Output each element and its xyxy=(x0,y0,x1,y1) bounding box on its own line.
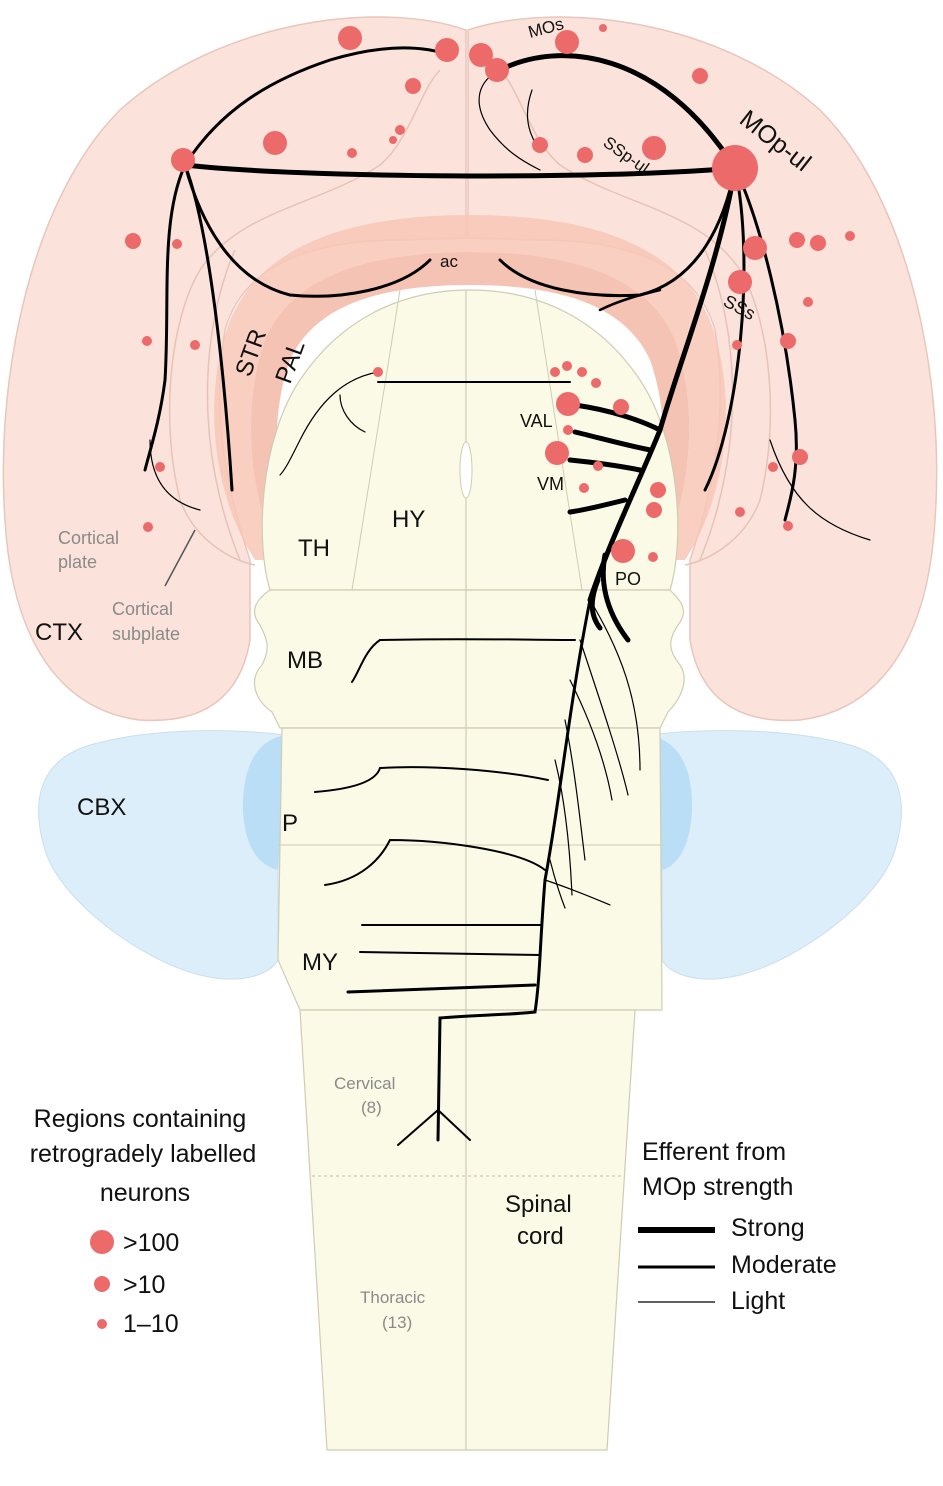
label-th: TH xyxy=(298,535,330,562)
label-cortical-subplate-2: subplate xyxy=(112,624,180,644)
label-ac: ac xyxy=(440,252,458,271)
label-vm: VM xyxy=(537,474,564,494)
legend-neurons-title-2: retrogradely labelled xyxy=(30,1140,257,1168)
cerebellum xyxy=(38,730,902,980)
label-cortical-plate-1: Cortical xyxy=(58,528,119,548)
axon-mos-arc xyxy=(497,53,738,171)
axon-callosal xyxy=(182,162,738,179)
legend-neurons: Regions containing retrogradely labelled… xyxy=(30,1105,257,1338)
cortex-hemispheres xyxy=(2,16,938,722)
label-po: PO xyxy=(615,569,641,589)
legend-dot-medium xyxy=(94,1276,110,1292)
legend-neurons-title-3: neurons xyxy=(100,1179,190,1207)
legend-neurons-title-1: Regions containing xyxy=(34,1105,247,1133)
label-spinal: Spinal xyxy=(505,1191,572,1218)
legend-efferent: Efferent from MOp strength Strong Modera… xyxy=(638,1138,837,1315)
spinal-cord xyxy=(299,1009,636,1451)
label-thoracic-count: (13) xyxy=(382,1313,412,1332)
label-cortical-plate-2: plate xyxy=(58,552,97,572)
label-hy: HY xyxy=(392,506,425,533)
legend-item-moderate: Moderate xyxy=(731,1251,837,1279)
brainstem xyxy=(253,289,685,1451)
label-cord: cord xyxy=(517,1223,564,1250)
legend-item-medium: >10 xyxy=(123,1271,165,1299)
label-thoracic: Thoracic xyxy=(360,1288,426,1307)
label-ctx: CTX xyxy=(35,619,83,646)
label-cbx: CBX xyxy=(77,794,126,821)
subplate-pointer xyxy=(164,529,196,587)
label-cortical-subplate-1: Cortical xyxy=(112,599,173,619)
label-mb: MB xyxy=(287,647,323,674)
label-cervical: Cervical xyxy=(334,1074,395,1093)
right-hemisphere xyxy=(467,16,938,722)
thalamus-hypothalamus xyxy=(261,289,679,591)
cerebellum-right xyxy=(647,730,902,980)
legend-item-large: >100 xyxy=(123,1229,179,1257)
cerebellum-left xyxy=(38,730,286,980)
cerebellar-nuclei-left xyxy=(242,735,285,870)
legend-dot-large xyxy=(90,1230,114,1254)
legend-item-light: Light xyxy=(731,1287,785,1315)
legend-item-small: 1–10 xyxy=(123,1310,179,1338)
legend-item-strong: Strong xyxy=(731,1214,805,1242)
legend-dot-small xyxy=(97,1319,107,1329)
label-p: P xyxy=(282,810,298,837)
legend-efferent-title-1: Efferent from xyxy=(642,1138,786,1166)
label-cervical-count: (8) xyxy=(361,1098,382,1117)
axon-projections xyxy=(143,46,871,1146)
label-my: MY xyxy=(302,949,338,976)
axon-main-descending xyxy=(587,165,738,603)
left-hemisphere xyxy=(2,16,467,722)
neuron-dots xyxy=(125,24,855,563)
label-val: VAL xyxy=(520,411,553,431)
legend-efferent-title-2: MOp strength xyxy=(642,1173,793,1201)
